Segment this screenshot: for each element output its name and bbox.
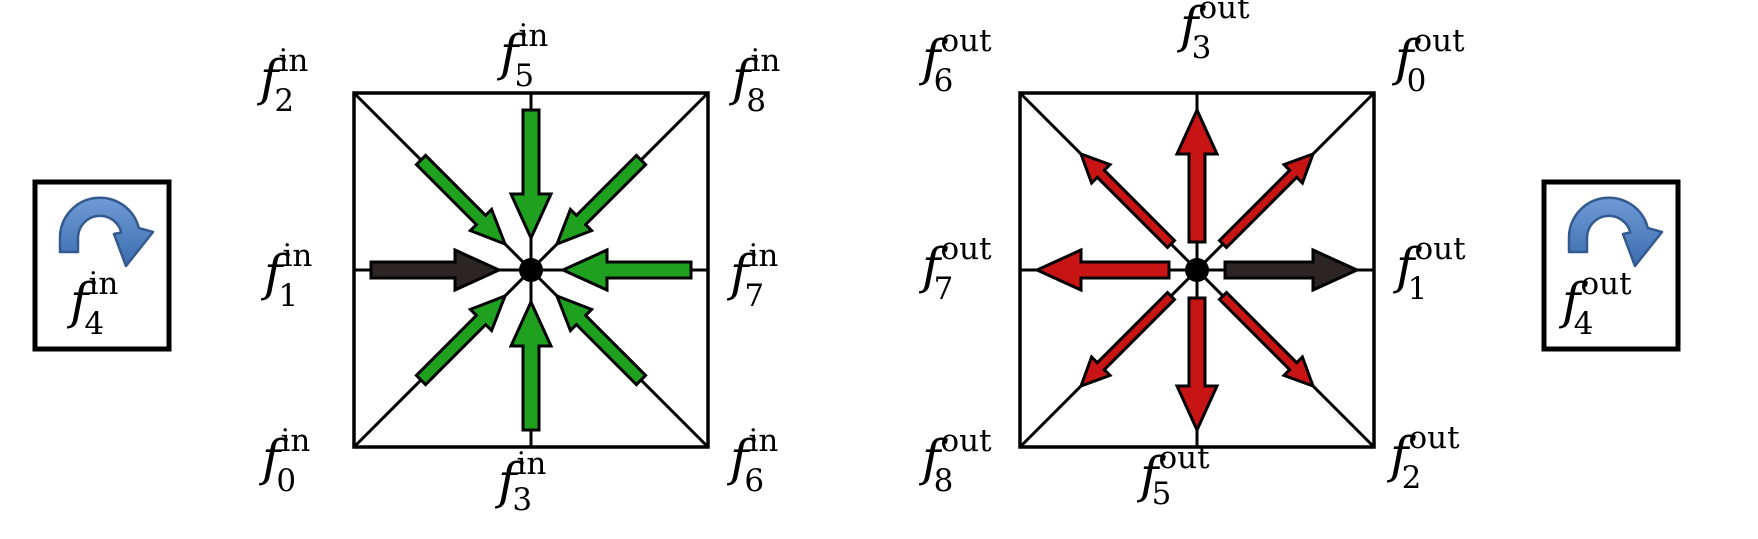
curved-arrow-icon [58,196,155,268]
out-arrow-bottom-left [1078,290,1177,389]
in-arrow-top-right [554,153,648,247]
in-arrow-bottom-right [554,293,648,387]
in-arrow-bottom [508,298,554,432]
out-arrow-bottom-right [1217,290,1316,389]
out-arrow-top [1174,106,1220,244]
in-arrow-left [369,247,503,293]
out-arrow-right [1223,247,1361,293]
in-arrow-top [508,108,554,242]
in-arrow-right [559,247,693,293]
curved-arrow-icon [1567,196,1664,268]
in-cell-node [519,258,543,282]
in-arrow-top-left [414,153,508,247]
in-arrow-bottom-left [414,293,508,387]
out-arrow-left [1033,247,1171,293]
out-cell-node [1185,258,1209,282]
out-cell [1018,91,1376,449]
out-arrow-top-left [1078,151,1177,250]
in-cell [352,91,710,449]
out-arrow-top-right [1217,151,1316,250]
out-arrow-bottom [1174,296,1220,434]
rest-box-out-frame [1541,179,1681,352]
